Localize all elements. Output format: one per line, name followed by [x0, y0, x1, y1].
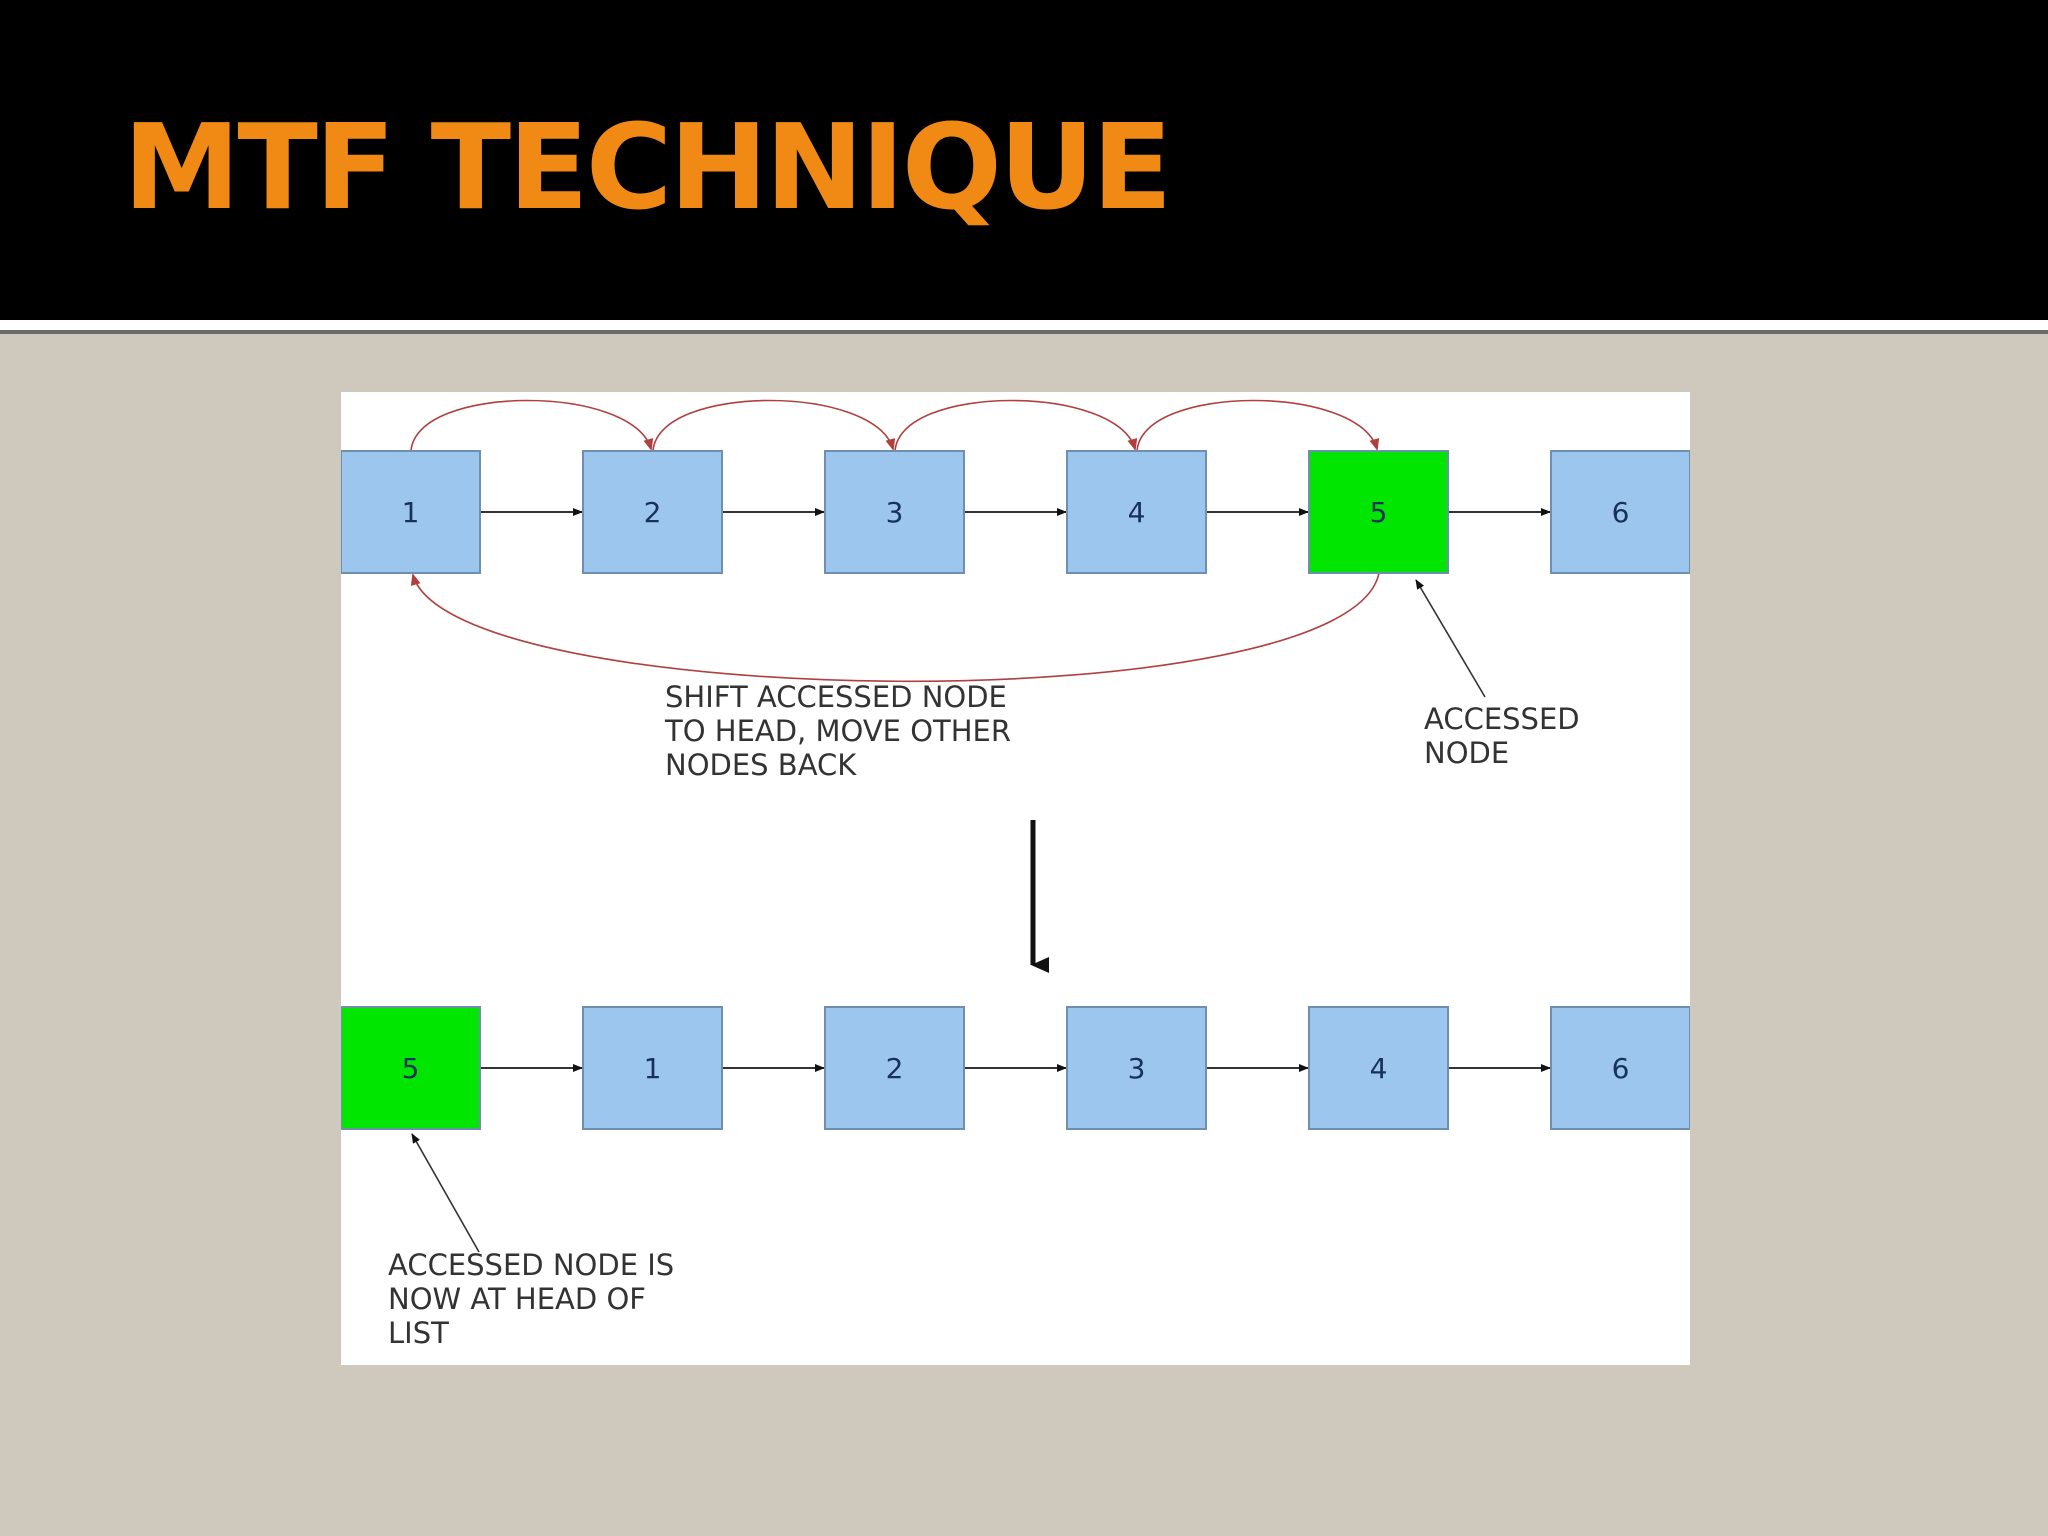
before-node-4: 4	[1066, 450, 1207, 574]
title-divider-shadow	[0, 330, 2048, 334]
after-node-label: 5	[402, 1052, 420, 1085]
accessed-node-pointer	[1415, 579, 1486, 698]
after-node-3: 3	[1066, 1006, 1207, 1130]
before-node-box	[582, 450, 723, 574]
title-bar: MTF TECHNIQUE	[0, 0, 2048, 320]
before-node-box	[824, 450, 965, 574]
after-node-label: 4	[1370, 1052, 1388, 1085]
shift-back-curve	[410, 399, 654, 452]
before-list: 1 2 3 4 5 6	[341, 450, 1690, 574]
after-node-label: 1	[644, 1052, 662, 1085]
before-node-6: 6	[1550, 450, 1690, 574]
before-node-box	[1550, 450, 1690, 574]
shift-back-curve	[1136, 399, 1380, 452]
after-node-label: 2	[886, 1052, 904, 1085]
after-node-box	[1066, 1006, 1207, 1130]
before-node-label: 3	[886, 496, 904, 529]
after-list: 5 1 2 3 4 6	[341, 1006, 1690, 1130]
move-to-front-curve	[410, 572, 1380, 683]
before-node-3: 3	[824, 450, 965, 574]
before-node-box	[341, 450, 481, 574]
after-node-box	[582, 1006, 723, 1130]
slide-title: MTF TECHNIQUE	[123, 98, 1172, 236]
title-divider	[0, 320, 2048, 330]
before-node-1: 1	[341, 450, 481, 574]
after-node-2: 2	[824, 1006, 965, 1130]
after-node-1: 1	[582, 1006, 723, 1130]
after-node-label: 6	[1612, 1052, 1630, 1085]
shift-back-curve	[894, 399, 1138, 452]
shift-back-curve	[652, 399, 896, 452]
after-node-6: 6	[1550, 1006, 1690, 1130]
move-curves	[410, 399, 1380, 683]
after-node-box	[1550, 1006, 1690, 1130]
after-node-label: 3	[1128, 1052, 1146, 1085]
before-node-2: 2	[582, 450, 723, 574]
pointer-arrows	[411, 579, 1486, 1253]
after-node-box	[1308, 1006, 1449, 1130]
before-node-5: 5	[1308, 450, 1449, 574]
before-node-label: 6	[1612, 496, 1630, 529]
before-node-label: 4	[1128, 496, 1146, 529]
before-node-box	[1066, 450, 1207, 574]
after-node-box	[341, 1006, 481, 1130]
head-node-pointer	[411, 1133, 480, 1253]
after-node-5: 5	[341, 1006, 481, 1130]
before-node-box	[1308, 450, 1449, 574]
after-node-4: 4	[1308, 1006, 1449, 1130]
after-node-box	[824, 1006, 965, 1130]
before-node-label: 1	[402, 496, 420, 529]
before-node-label: 2	[644, 496, 662, 529]
before-node-label: 5	[1370, 496, 1388, 529]
